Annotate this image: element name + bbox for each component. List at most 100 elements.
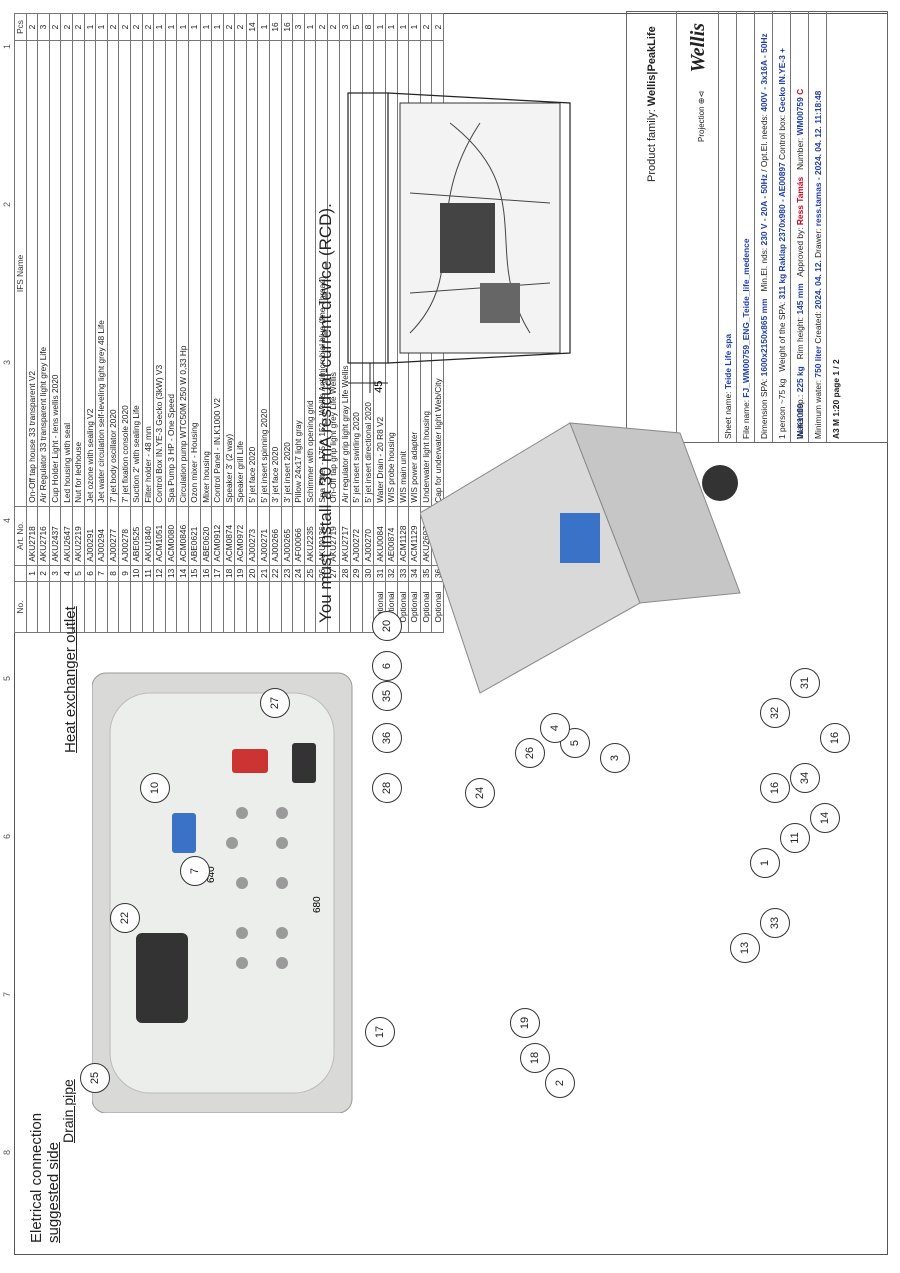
zone-label: 3 [2, 359, 12, 365]
table-cell: 1 [304, 13, 316, 41]
dimension-row: Dimension SPA: 1600x2150x865 mm Min.El. … [755, 12, 773, 442]
table-cell [200, 581, 212, 633]
callout-2: 2 [545, 1068, 575, 1098]
table-cell: AJ00271 [257, 506, 270, 566]
projection-row: Projection ⊕⊲ Wellis [677, 12, 719, 442]
table-cell [257, 581, 270, 633]
table-cell [84, 581, 96, 633]
table-cell: 4 [60, 565, 73, 582]
zone-label: 7 [2, 991, 12, 997]
table-cell: 17 [211, 565, 224, 582]
table-cell: Pillow 24x17 light gray [292, 40, 305, 507]
table-cell: 2 [60, 13, 73, 41]
callout-11: 11 [780, 823, 810, 853]
table-cell: 1 [95, 13, 108, 41]
table-cell: 2 [107, 13, 119, 41]
zone-label: 2 [2, 201, 12, 207]
brand-logo: Wellis [687, 22, 709, 73]
callout-36: 36 [372, 723, 402, 753]
table-cell: 14 [176, 565, 189, 582]
callout-13: 13 [730, 933, 760, 963]
table-cell: AKU1840 [142, 506, 154, 566]
table-cell [211, 581, 224, 633]
callout-35: 35 [372, 681, 402, 711]
table-cell: 7 [95, 565, 108, 582]
table-cell [95, 581, 108, 633]
table-cell [234, 581, 247, 633]
table-cell: AKU2437 [49, 506, 61, 566]
table-cell: 2 [130, 13, 143, 41]
table-cell: AKU2219 [72, 506, 85, 566]
callout-10: 10 [140, 773, 170, 803]
electrical-label: Eletrical connection suggested side [28, 1112, 62, 1243]
table-cell: 15 [188, 565, 200, 582]
zone-label: 4 [2, 517, 12, 523]
table-cell: 29 [350, 565, 363, 582]
table-cell: ACM1129 [408, 506, 421, 566]
table-cell: 21 [257, 565, 270, 582]
table-cell: 6 [84, 565, 96, 582]
table-cell: 14 [246, 13, 258, 41]
table-cell: 1 [211, 13, 224, 41]
callout-14: 14 [810, 803, 840, 833]
table-cell: 30 [362, 565, 374, 582]
table-cell: 11 [142, 565, 154, 582]
table-cell: 7' jet fixation console 2020 [118, 40, 131, 507]
table-cell [118, 581, 131, 633]
table-cell: 1 [257, 13, 270, 41]
callout-16: 16 [820, 723, 850, 753]
table-cell [223, 581, 235, 633]
spa-top-view: 640 680 [92, 672, 353, 1113]
callout-19: 19 [510, 1008, 540, 1038]
callout-3: 3 [600, 743, 630, 773]
zone-label: 6 [2, 833, 12, 839]
table-cell [188, 581, 200, 633]
table-cell: 9 [118, 565, 131, 582]
callout-22: 22 [110, 903, 140, 933]
table-cell [339, 581, 351, 633]
heat-exchanger-label: Heat exchanger outlet [62, 606, 79, 753]
col-header [14, 565, 27, 582]
table-cell: 32 [385, 565, 398, 582]
table-cell: 1 [200, 13, 212, 41]
table-cell: Control Box IN.YE-3 Gecko (3kW) V3 [153, 40, 166, 507]
table-cell: AKU2718 [26, 506, 38, 566]
table-cell: 2 [26, 13, 38, 41]
table-cell [49, 581, 61, 633]
spa-iso-view [420, 422, 741, 694]
table-cell: AJ00291 [84, 506, 96, 566]
table-cell: 5 [72, 565, 85, 582]
table-cell [165, 581, 177, 633]
table-cell: ABE0620 [200, 506, 212, 566]
table-cell: 2 [37, 565, 50, 582]
table-cell: 5' jet face 2020 [246, 40, 258, 507]
table-cell: 1 [84, 13, 96, 41]
table-cell: 1 [165, 13, 177, 41]
table-cell: 1 [188, 13, 200, 41]
table-cell: 16 [200, 565, 212, 582]
table-cell: Speaker 3' (2 way) [223, 40, 235, 507]
col-header: Art. No. [14, 506, 27, 566]
table-cell [142, 581, 154, 633]
callout-33: 33 [760, 908, 790, 938]
weight-row: 1 person ~75 kg Weight of the SPA: 311 k… [773, 12, 805, 442]
zone-label: 1 [2, 43, 12, 49]
table-cell: Suction 2' with sealing Life [130, 40, 143, 507]
spa-side-view: 145 [347, 92, 571, 393]
table-cell: 25 [304, 565, 316, 582]
